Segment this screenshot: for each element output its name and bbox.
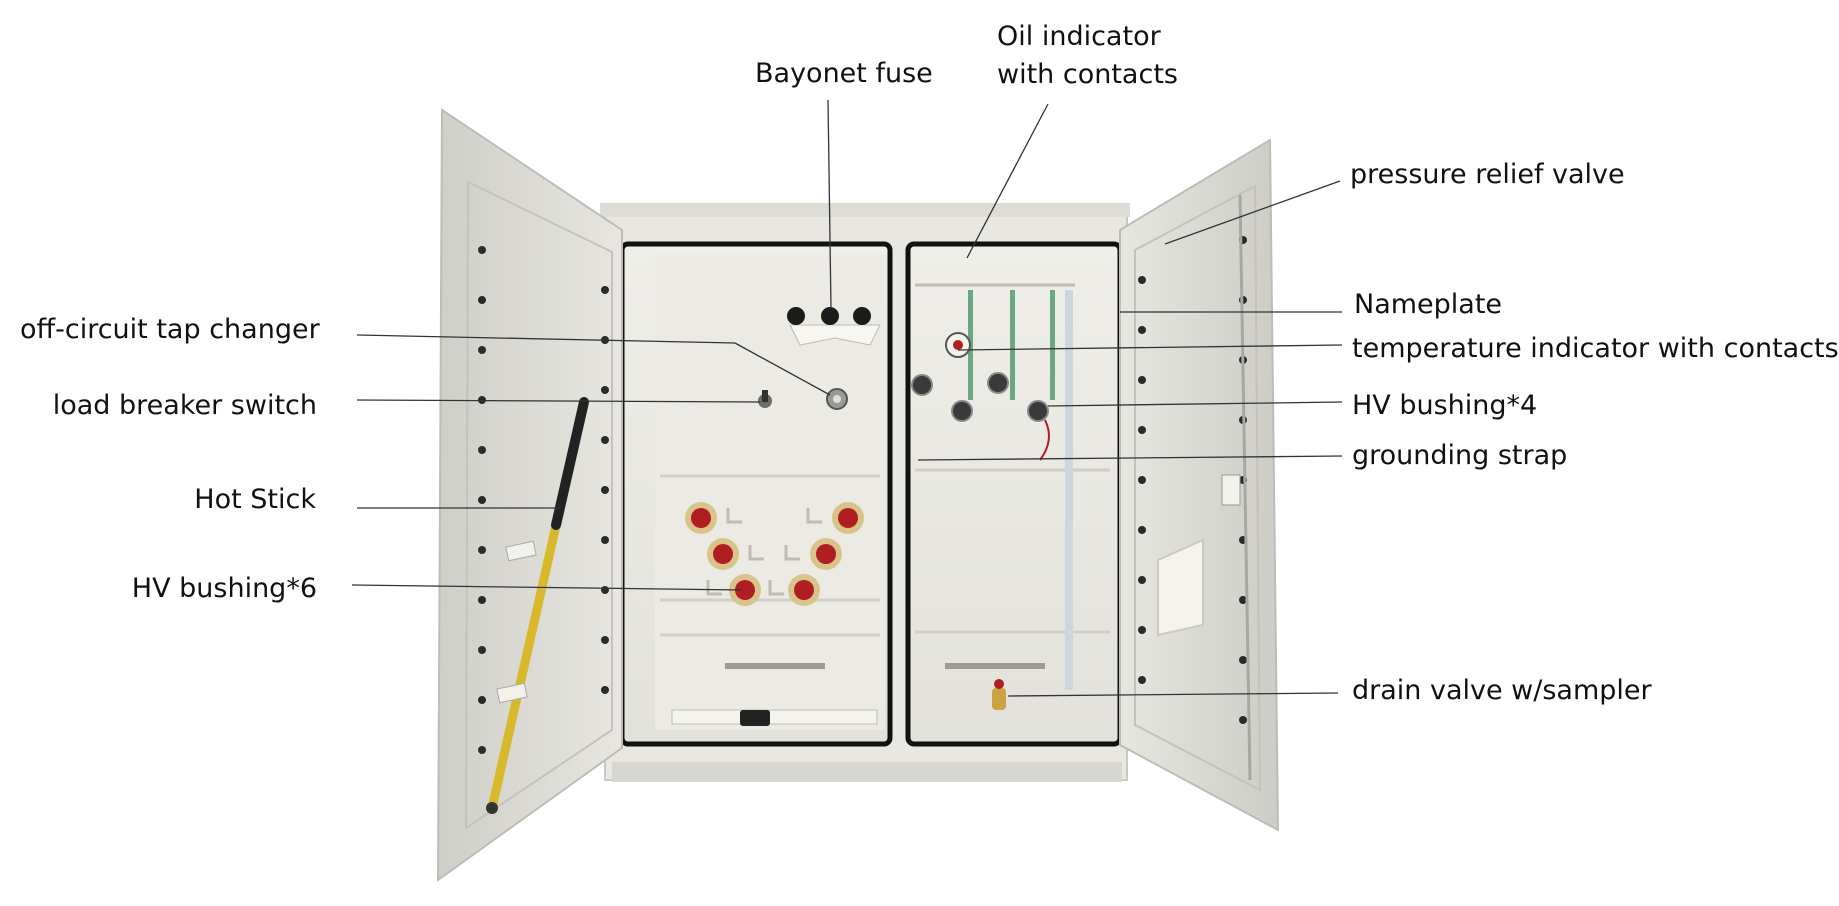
label-hv-bushing-4: HV bushing*4 (1352, 390, 1538, 421)
grounding-strap (1039, 419, 1050, 461)
hot-stick (486, 397, 589, 814)
label-hv-bushing-6: HV bushing*6 (131, 573, 317, 604)
door-bolt-holes-right (1138, 236, 1247, 724)
label-drain-valve: drain valve w/sampler (1352, 675, 1652, 706)
hv-bushing (707, 538, 739, 570)
label-oil-indicator-line1: Oil indicator (997, 21, 1161, 52)
label-temperature-indicator: temperature indicator with contacts (1352, 333, 1839, 364)
leader-pressure-relief-valve (1164, 180, 1341, 245)
leader-drain-valve (1007, 692, 1339, 697)
hv-bushing (685, 502, 717, 534)
label-off-circuit-tap-changer: off-circuit tap changer (20, 314, 320, 345)
hv-bushing (832, 502, 864, 534)
bayonet-fuses (787, 307, 881, 346)
hv-bushing (788, 574, 820, 606)
label-oil-indicator-line2: with contacts (997, 59, 1178, 90)
hv-bushings-four (911, 372, 1049, 422)
leader-hv-bushing-6 (351, 584, 743, 591)
hv-bushing (729, 574, 761, 606)
load-breaker-switch (758, 390, 772, 408)
leader-off-circuit-tap-changer-2 (734, 342, 831, 396)
right-door (1119, 138, 1280, 832)
label-hot-stick: Hot Stick (194, 484, 316, 515)
label-grounding-strap: grounding strap (1352, 440, 1568, 471)
label-bayonet-fuse: Bayonet fuse (755, 58, 933, 89)
temperature-indicator (945, 332, 971, 358)
leader-bayonet-fuse (827, 99, 832, 310)
leader-load-breaker-switch (356, 399, 761, 403)
leader-grounding-strap (917, 455, 1343, 461)
hv-bushings-six (685, 502, 864, 606)
leader-off-circuit-tap-changer (356, 334, 736, 344)
leader-lines (351, 99, 1343, 697)
left-door (436, 108, 623, 882)
drain-valve (992, 679, 1006, 710)
label-load-breaker-switch: load breaker switch (52, 390, 317, 421)
hv-bushing (810, 538, 842, 570)
label-pressure-relief-valve: pressure relief valve (1350, 159, 1625, 190)
tap-changer (826, 388, 848, 410)
left-compartment (619, 241, 893, 747)
leader-temperature-indicator (957, 344, 1343, 351)
leader-hv-bushing-4 (1047, 401, 1343, 407)
label-nameplate: Nameplate (1354, 289, 1503, 320)
leader-oil-indicator (966, 103, 1049, 259)
